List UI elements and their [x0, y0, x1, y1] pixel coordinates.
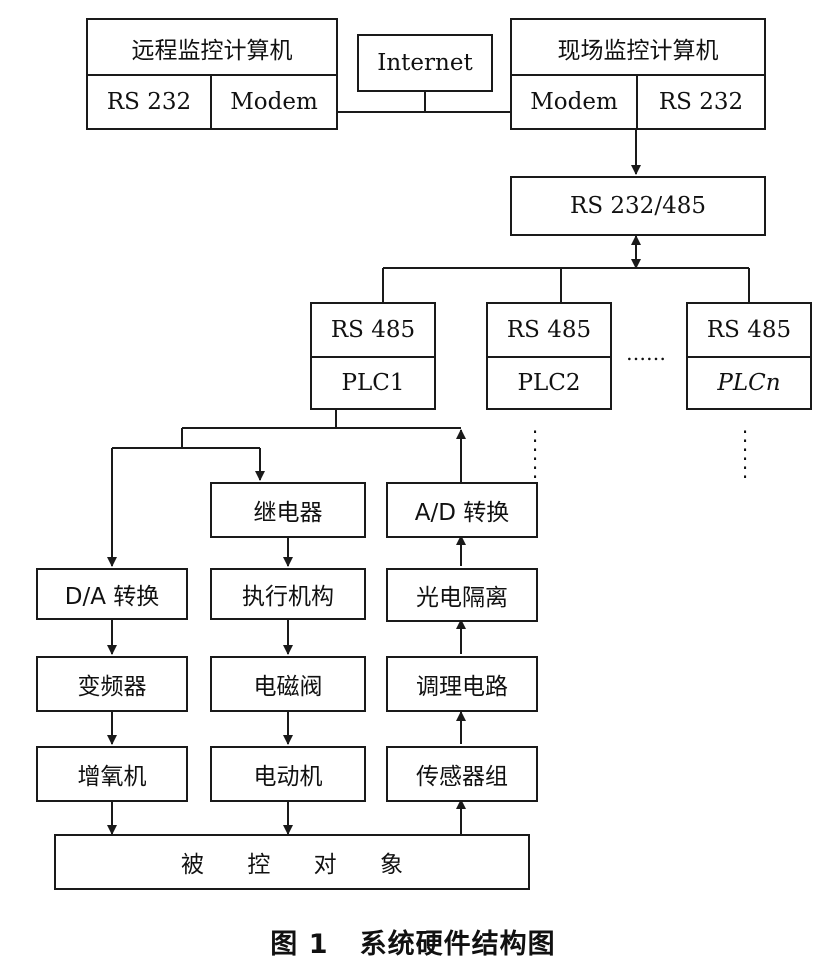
plc-node-2: RS 485 PLC2 — [486, 302, 612, 410]
conditioning-circuit-label: 调理电路 — [416, 674, 508, 700]
vertical-dots-plcn: ······ — [741, 420, 749, 489]
relay-label: 继电器 — [253, 500, 323, 526]
ad-converter-box: A/D 转换 — [386, 482, 538, 538]
converter-label: RS 232/485 — [570, 193, 706, 219]
inverter-box: 变频器 — [36, 656, 188, 712]
site-computer-box: 现场监控计算机 Modem RS 232 — [510, 18, 766, 130]
controlled-object-box: 被 控 对 象 — [54, 834, 530, 890]
optical-isolation-label: 光电隔离 — [416, 585, 508, 611]
rs232-485-converter-box: RS 232/485 — [510, 176, 766, 236]
plc1-rs485-label: RS 485 — [330, 317, 416, 343]
actuator-box: 执行机构 — [210, 568, 366, 620]
solenoid-valve-label: 电磁阀 — [253, 674, 323, 700]
remote-rs232-label: RS 232 — [106, 89, 192, 115]
plcn-label: PLCn — [717, 370, 781, 396]
optical-isolation-box: 光电隔离 — [386, 568, 538, 622]
remote-computer-box: 远程监控计算机 RS 232 Modem — [86, 18, 338, 130]
relay-box: 继电器 — [210, 482, 366, 538]
actuator-label: 执行机构 — [242, 584, 334, 610]
motor-label: 电动机 — [253, 764, 323, 790]
solenoid-valve-box: 电磁阀 — [210, 656, 366, 712]
plc2-label: PLC2 — [517, 370, 581, 396]
aerator-label: 增氧机 — [77, 764, 147, 790]
site-rs232-label: RS 232 — [658, 89, 744, 115]
da-converter-box: D/A 转换 — [36, 568, 188, 620]
remote-modem-label: Modem — [230, 89, 318, 115]
ad-converter-label: A/D 转换 — [414, 500, 510, 526]
internet-box: Internet — [357, 34, 493, 92]
plc-node-1: RS 485 PLC1 — [310, 302, 436, 410]
sensor-group-box: 传感器组 — [386, 746, 538, 802]
inverter-label: 变频器 — [77, 674, 147, 700]
plcn-rs485-label: RS 485 — [706, 317, 792, 343]
plc2-rs485-label: RS 485 — [506, 317, 592, 343]
vertical-dots-plc2: ······ — [531, 420, 539, 489]
plc-node-n: RS 485 PLCn — [686, 302, 812, 410]
aerator-box: 增氧机 — [36, 746, 188, 802]
controlled-object-label: 被 控 对 象 — [181, 852, 403, 878]
site-modem-label: Modem — [530, 89, 618, 115]
horizontal-ellipsis: …… — [626, 341, 666, 365]
figure-caption: 图 1 系统硬件结构图 — [270, 929, 556, 960]
site-computer-title: 现场监控计算机 — [557, 38, 719, 64]
da-converter-label: D/A 转换 — [64, 584, 160, 610]
conditioning-circuit-box: 调理电路 — [386, 656, 538, 712]
sensor-group-label: 传感器组 — [416, 764, 508, 790]
remote-computer-title: 远程监控计算机 — [131, 38, 293, 64]
motor-box: 电动机 — [210, 746, 366, 802]
internet-label: Internet — [377, 50, 473, 76]
plc1-label: PLC1 — [341, 370, 405, 396]
